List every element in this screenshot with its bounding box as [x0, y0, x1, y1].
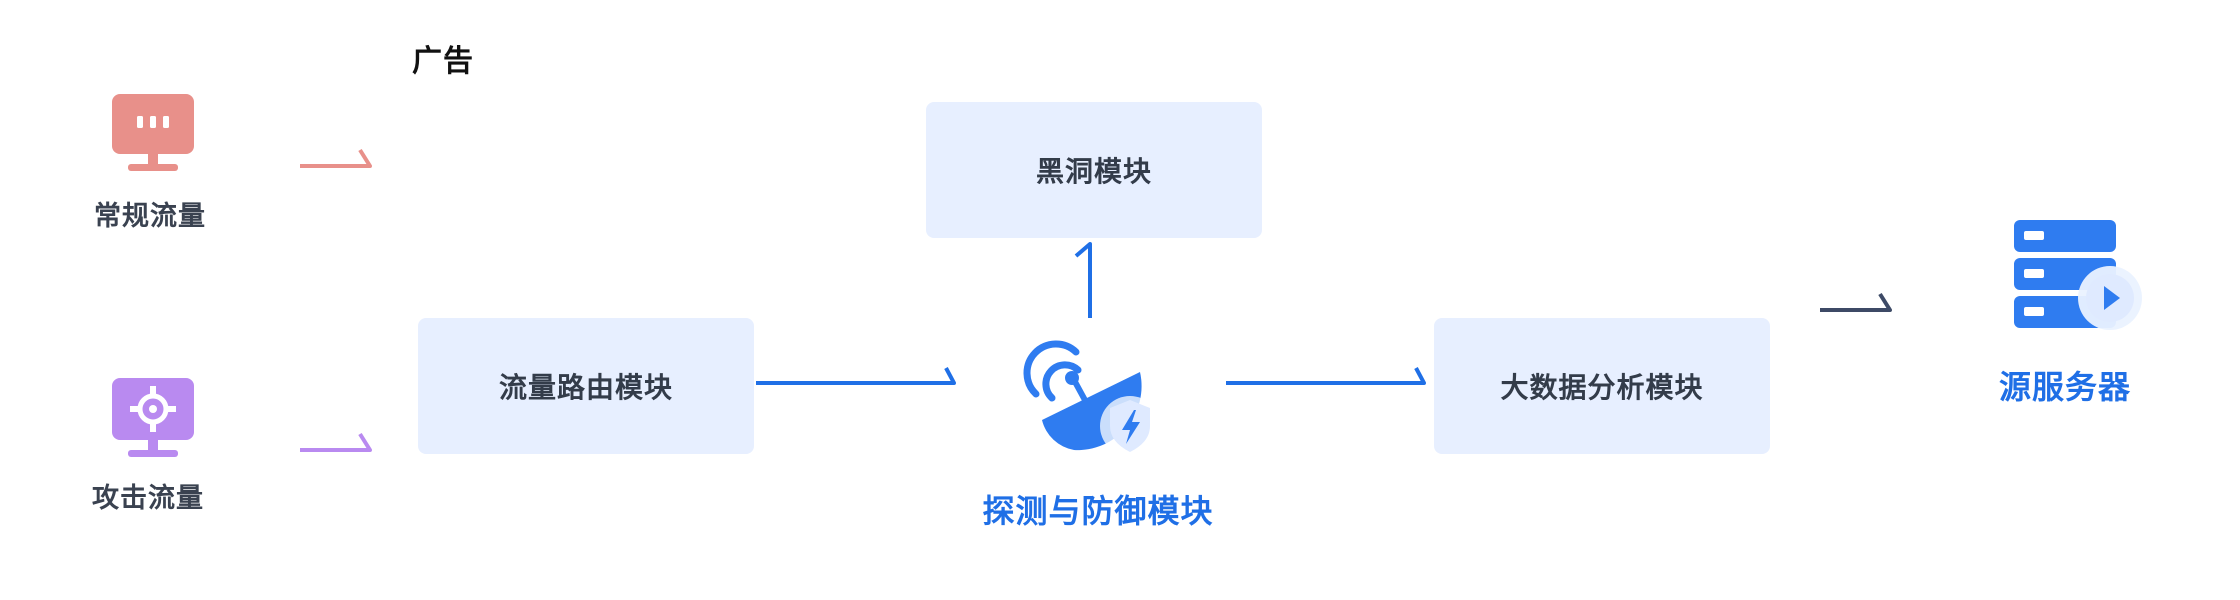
- attack-traffic-label: 攻击流量: [92, 483, 204, 514]
- server-icon: [2014, 220, 2142, 330]
- server-label: 源服务器: [1998, 368, 2131, 406]
- detection-module-label: 探测与防御模块: [982, 492, 1214, 530]
- blackhole-module-box: 黑洞模块: [926, 102, 1262, 238]
- routing-module-box: 流量路由模块: [418, 318, 754, 454]
- attack-traffic-arrow: [300, 432, 372, 452]
- normal-traffic-label: 常规流量: [94, 201, 206, 232]
- detection-to-blackhole-arrow: [1074, 242, 1092, 318]
- satellite-dish-shield-icon: [1023, 340, 1160, 456]
- bigdata-module-box: 大数据分析模块: [1434, 318, 1770, 454]
- routing-to-detection-arrow: [756, 367, 956, 385]
- bigdata-to-server-arrow: [1820, 292, 1892, 312]
- crosshair-monitor-icon: [112, 378, 194, 457]
- normal-traffic-arrow: [300, 148, 372, 168]
- ad-label: 广告: [412, 44, 474, 79]
- monitor-icon: [112, 94, 194, 171]
- detection-to-bigdata-arrow: [1226, 367, 1426, 385]
